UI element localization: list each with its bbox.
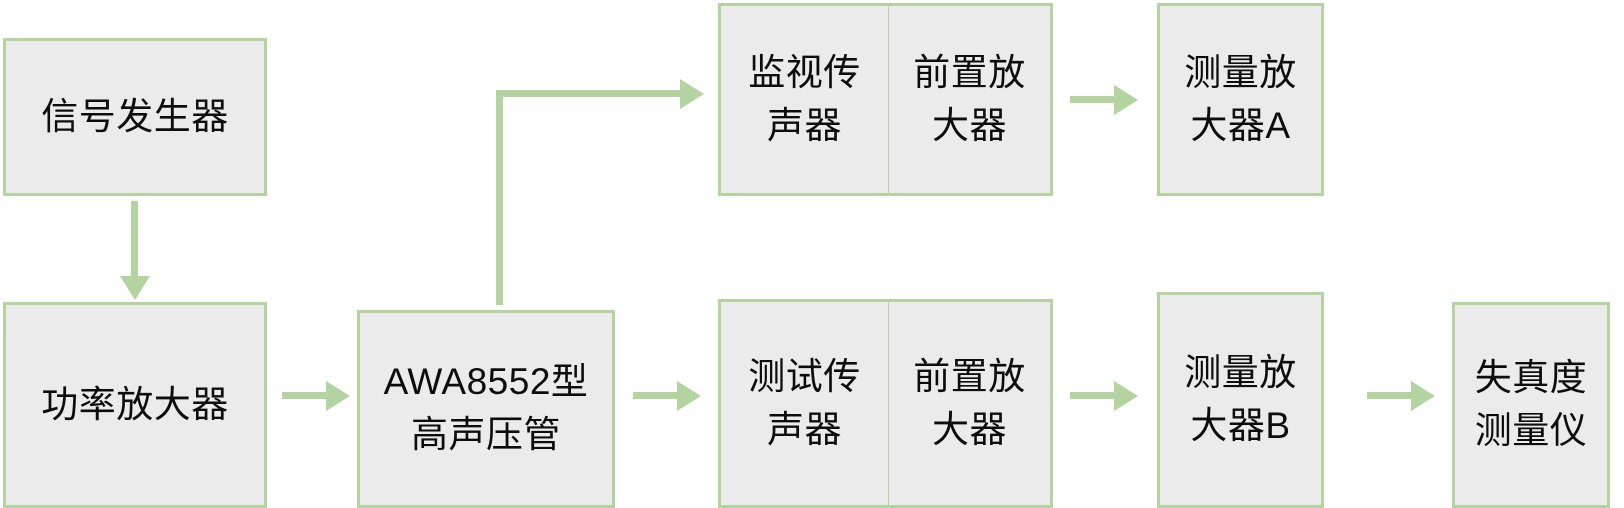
connector-power-amplifier-to-high-pressure-tube-arrowhead [326,381,350,411]
node-measuring-amplifier-b[interactable]: 测量放 大器B [1157,292,1324,508]
node-high-pressure-tube[interactable]: AWA8552型 高声压管 [357,310,615,508]
node-monitor-microphone[interactable]: 监视传 声器 [718,3,890,196]
connector-measuring-amplifier-b-to-distortion-meter-shaft [1367,392,1414,399]
node-power-amplifier[interactable]: 功率放大器 [3,302,267,508]
connector-preamplifier-bottom-to-measuring-amplifier-b-arrowhead [1114,381,1138,411]
connector-signal-generator-to-power-amplifier-arrowhead [120,276,150,300]
connector-high-pressure-tube-to-monitor-microphone-horizontal [496,90,684,97]
node-signal-generator[interactable]: 信号发生器 [3,38,267,196]
node-preamplifier-top[interactable]: 前置放 大器 [888,3,1053,196]
connector-high-pressure-tube-to-monitor-microphone-vertical [496,90,503,305]
node-test-microphone[interactable]: 测试传 声器 [718,299,890,508]
connector-signal-generator-to-power-amplifier-shaft [131,201,138,279]
connector-preamplifier-top-to-measuring-amplifier-a-shaft [1070,96,1117,103]
node-distortion-meter[interactable]: 失真度 测量仪 [1452,302,1610,508]
connector-power-amplifier-to-high-pressure-tube-shaft [282,392,329,399]
connector-preamplifier-bottom-to-measuring-amplifier-b-shaft [1070,392,1117,399]
connector-measuring-amplifier-b-to-distortion-meter-arrowhead [1411,381,1435,411]
connector-high-pressure-tube-to-monitor-microphone-arrowhead [680,79,704,109]
connector-preamplifier-top-to-measuring-amplifier-a-arrowhead [1114,85,1138,115]
connector-high-pressure-tube-to-test-microphone-shaft [633,392,680,399]
connector-high-pressure-tube-to-test-microphone-arrowhead [677,381,701,411]
node-preamplifier-bottom[interactable]: 前置放 大器 [888,299,1053,508]
node-measuring-amplifier-a[interactable]: 测量放 大器A [1157,3,1324,196]
